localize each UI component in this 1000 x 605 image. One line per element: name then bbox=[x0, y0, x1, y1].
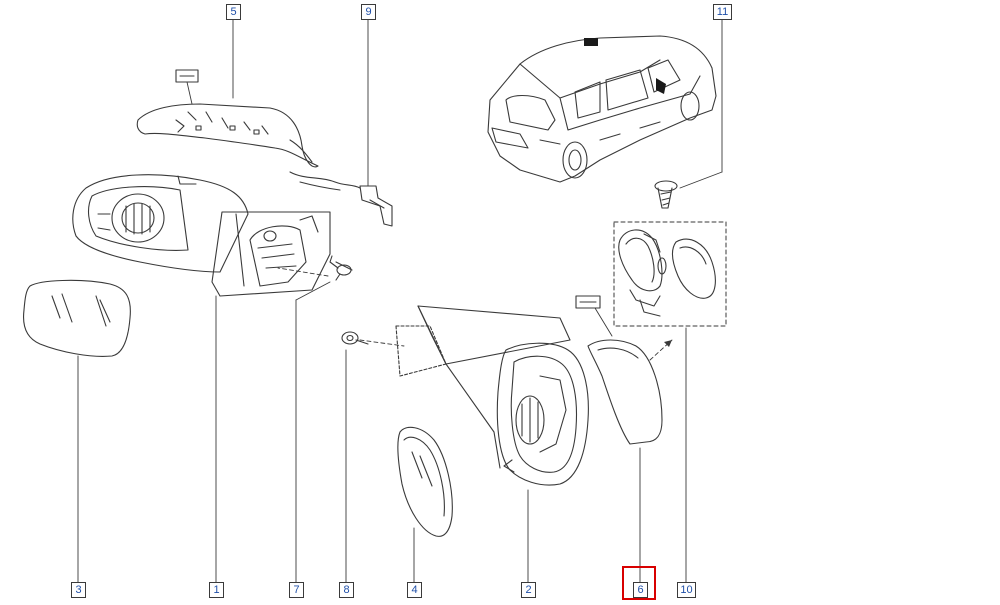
car-icon bbox=[488, 36, 716, 182]
callout-10[interactable]: 10 bbox=[677, 582, 696, 598]
callout-4[interactable]: 4 bbox=[407, 582, 422, 598]
tag-leader bbox=[186, 81, 193, 105]
callout-5[interactable]: 5 bbox=[226, 4, 241, 20]
leader-lines bbox=[77, 17, 723, 583]
part-1-mirror-housing bbox=[73, 175, 330, 296]
callout-1[interactable]: 1 bbox=[209, 582, 224, 598]
tag-icon bbox=[175, 69, 199, 83]
tag-icon bbox=[575, 295, 601, 309]
callout-11[interactable]: 11 bbox=[713, 4, 732, 20]
part-5-mirror-cap bbox=[137, 104, 318, 167]
part-10-assembly-box bbox=[613, 221, 727, 327]
callout-2[interactable]: 2 bbox=[521, 582, 536, 598]
dashed-assembly-arrows bbox=[277, 267, 673, 361]
callout-9[interactable]: 9 bbox=[361, 4, 376, 20]
part-10-indicator-assembly bbox=[619, 230, 716, 316]
callout-6[interactable]: 6 bbox=[633, 582, 648, 598]
part-7-screw bbox=[330, 256, 352, 280]
callout-7[interactable]: 7 bbox=[289, 582, 304, 598]
callout-3[interactable]: 3 bbox=[71, 582, 86, 598]
selected-part-highlight bbox=[622, 566, 656, 600]
part-4-mirror-glass bbox=[398, 427, 452, 536]
part-8-screw bbox=[342, 332, 368, 344]
part-3-mirror-glass bbox=[24, 280, 131, 356]
callout-8[interactable]: 8 bbox=[339, 582, 354, 598]
part-2-mirror-base bbox=[396, 306, 588, 485]
part-9-wiring-harness bbox=[290, 172, 392, 226]
part-11-screw bbox=[655, 181, 677, 208]
part-6-indicator-cover bbox=[588, 340, 662, 444]
